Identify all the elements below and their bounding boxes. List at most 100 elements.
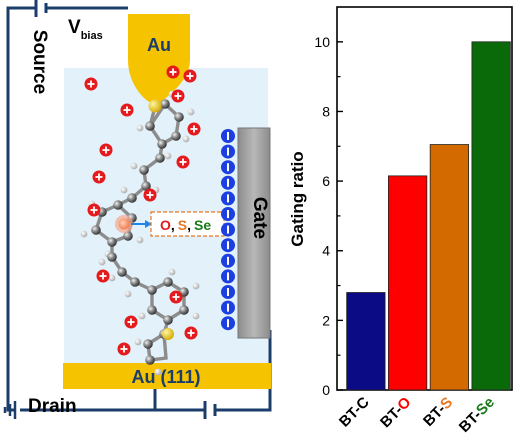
carbon-atoms [91,99,189,365]
au-tip [128,14,190,104]
bar-3 [471,41,511,391]
carbon-atom [107,237,117,247]
au-substrate [63,363,271,389]
hydrogen-atom [98,258,106,266]
carbon-atom [145,121,155,131]
x-tick-label: BT-C [336,394,373,431]
carbon-atom [147,285,157,295]
anion [221,144,235,159]
heteroatom [118,218,130,230]
hydrogen-atom [154,368,162,376]
sulfur-atom-top [148,99,162,113]
y-tick-label: 0 [322,382,330,398]
hydrogen-atom [134,338,142,346]
heteroatom-box [150,211,225,237]
carbon-atom [145,355,155,365]
hydrogen-atom [164,152,172,160]
anions [221,129,235,331]
carbon-atom [171,131,181,141]
cation [171,89,185,103]
sulfur-atom-bottom [162,328,174,340]
cation [96,269,110,283]
hydrogen-atom [130,162,138,170]
carbon-atom [91,225,101,235]
bias-battery-symbol [34,0,48,17]
cation [92,170,106,184]
tip-label: Au [147,35,171,55]
cation [143,188,157,202]
y-tick-label: 4 [322,243,330,259]
carbon-atom [117,267,127,277]
cation [99,143,113,157]
drain-battery-symbol [203,401,217,419]
anion [221,285,235,299]
carbon-atom [179,305,189,315]
bar-2 [429,144,469,391]
anion [221,316,235,331]
carbon-atom [163,315,173,325]
cation [187,122,201,136]
carbon-atom [127,193,137,203]
carbon-atom [155,153,165,163]
hydrogen-atom [138,312,146,320]
cation [184,326,198,340]
anion [221,207,235,221]
anion [221,129,235,143]
cation [84,77,98,91]
carbon-atom [174,112,184,122]
y-tick-label: 10 [314,34,330,50]
hydrogen-atom [80,230,88,238]
y-axis-ticks: 0 2 4 6 8 10 [314,34,343,398]
hydrogen-atom [120,186,128,194]
hydrogen-atom [168,268,176,276]
anion [221,160,235,175]
hydrogen-atom [124,290,132,298]
carbon-atom [113,200,123,210]
y-axis-label: Gating ratio [288,151,307,246]
hydrogen-atom [187,108,195,116]
cation [120,103,134,117]
y-tick-label: 8 [322,103,330,119]
heteroatom-arrowhead [145,220,152,228]
carbon-atom [107,252,117,262]
hydrogen-atom [182,135,190,143]
carbon-atom [163,277,173,287]
carbon-atom [160,99,170,109]
y-tick-label: 2 [322,312,330,328]
carbon-atom [147,305,157,315]
hydrogen-atom [192,312,200,320]
carbon-atom [143,339,153,349]
x-tick-label: BT-O [377,394,415,432]
ground-symbol [3,401,17,419]
y-tick-label: 6 [322,173,330,189]
gate-electrode [237,127,271,339]
cation [117,342,131,356]
hydrogen-atom [136,124,144,132]
cations [84,65,201,356]
x-tick-label: BT-Se [456,394,498,436]
vbias-label: Vbias [68,17,103,42]
carbon-atom [141,181,151,191]
gate-label: Gate [249,197,270,239]
substrate-label: Au (111) [131,367,200,387]
anion [221,300,235,315]
anion [221,269,235,284]
anion [221,175,235,190]
circuit-wires [6,6,272,412]
cation [124,315,138,329]
hydrogen-atom [192,282,200,290]
cation [176,155,190,169]
bars [346,41,511,391]
bar-0 [346,292,386,391]
carbon-atom [157,139,167,149]
anion [221,222,235,237]
cation [183,69,197,83]
drain-label: Drain [28,396,77,417]
anion [221,191,235,206]
cation [166,65,180,79]
hydrogen-atom [108,274,116,282]
